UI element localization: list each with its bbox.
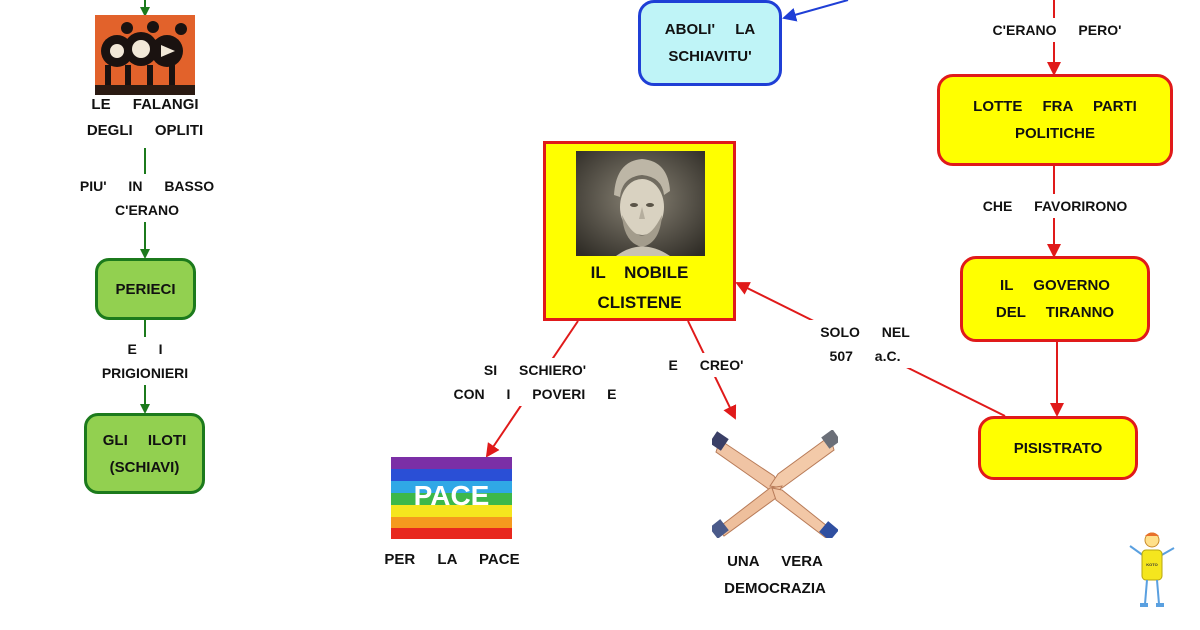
iloti-node-line1: GLI ILOTI xyxy=(102,431,187,449)
pace-caption-text: PER LA PACE xyxy=(384,551,520,568)
arrow-to-schiavitu xyxy=(782,0,849,22)
mascot-shirt-text: KOTO xyxy=(1146,562,1158,567)
clistene-bust-image xyxy=(576,151,705,256)
link-label-che-favorirono: CHE FAVORIRONO xyxy=(955,194,1155,218)
pisistrato-node[interactable]: PISISTRATO xyxy=(978,416,1138,480)
link-label-che-favorirono-text: CHE FAVORIRONO xyxy=(982,198,1128,214)
link-label-e-creo-text: E CREO' xyxy=(668,357,744,373)
lotte-node[interactable]: LOTTE FRA PARTI POLITICHE xyxy=(937,74,1173,166)
clistene-label: IL NOBILE CLISTENE xyxy=(546,258,733,318)
lotte-node-line2: POLITICHE xyxy=(1014,125,1095,142)
falangi-image xyxy=(95,15,195,95)
link-label-solo-nel-line1: SOLO NEL xyxy=(820,324,910,340)
lotte-node-line1: LOTTE FRA PARTI xyxy=(973,98,1137,115)
governo-node-line1: IL GOVERNO xyxy=(1000,277,1110,294)
clistene-label-line2: CLISTENE xyxy=(597,293,682,312)
falangi-label: LE FALANGI DEGLI OPLITI xyxy=(60,92,230,144)
democrazia-caption-line1: UNA VERA xyxy=(727,553,823,570)
link-label-con-i-poveri: CON I POVERI E xyxy=(453,386,617,402)
schiavitu-node-line1: ABOLI' LA xyxy=(664,21,756,38)
democrazia-caption: UNA VERA DEMOCRAZIA xyxy=(700,548,850,602)
governo-node[interactable]: IL GOVERNO DEL TIRANNO xyxy=(960,256,1150,342)
link-label-e-creo: E CREO' xyxy=(654,353,758,377)
iloti-node-line2: (SCHIAVI) xyxy=(109,458,180,476)
link-label-piu-in-basso: PIU' IN BASSO C'ERANO xyxy=(62,174,232,222)
link-label-piu-in-basso-line1: PIU' IN BASSO xyxy=(79,178,215,194)
falangi-label-line2: DEGLI OPLITI xyxy=(86,122,204,139)
falangi-label-line1: LE FALANGI xyxy=(91,96,199,113)
clistene-label-line1: IL NOBILE xyxy=(590,263,689,282)
pace-flag-text: PACE xyxy=(413,480,490,511)
pace-flag-image: PACE xyxy=(391,457,512,539)
perieci-node-label: PERIECI xyxy=(115,280,176,298)
perieci-node[interactable]: PERIECI xyxy=(95,258,196,320)
link-label-cerano-pero-text: C'ERANO PERO' xyxy=(992,22,1122,38)
democrazia-caption-line2: DEMOCRAZIA xyxy=(724,580,826,597)
mascot-image: KOTO xyxy=(1126,530,1176,610)
link-label-e-i-line1: E I xyxy=(127,341,163,357)
schiavitu-node[interactable]: ABOLI' LA SCHIAVITU' xyxy=(638,0,782,86)
clistene-node[interactable]: IL NOBILE CLISTENE xyxy=(543,141,736,321)
link-label-cerano: C'ERANO xyxy=(115,202,179,218)
iloti-node[interactable]: GLI ILOTI (SCHIAVI) xyxy=(84,413,205,494)
democrazia-hands-image xyxy=(709,429,841,541)
pisistrato-node-label: PISISTRATO xyxy=(1013,439,1103,457)
schiavitu-node-line2: SCHIAVITU' xyxy=(668,48,752,65)
link-label-e-i: E I PRIGIONIERI xyxy=(82,337,208,385)
link-label-solo-nel: SOLO NEL 507 a.C. xyxy=(800,320,930,368)
link-label-anno: 507 a.C. xyxy=(829,348,901,364)
link-label-cerano-pero: C'ERANO PERO' xyxy=(972,18,1142,42)
pace-caption: PER LA PACE xyxy=(370,548,534,572)
link-label-si-schiero: SI SCHIERO' CON I POVERI E xyxy=(445,358,625,406)
link-label-prigionieri: PRIGIONIERI xyxy=(101,365,189,381)
governo-node-line2: DEL TIRANNO xyxy=(995,304,1115,321)
link-label-si-schiero-line1: SI SCHIERO' xyxy=(483,362,587,378)
